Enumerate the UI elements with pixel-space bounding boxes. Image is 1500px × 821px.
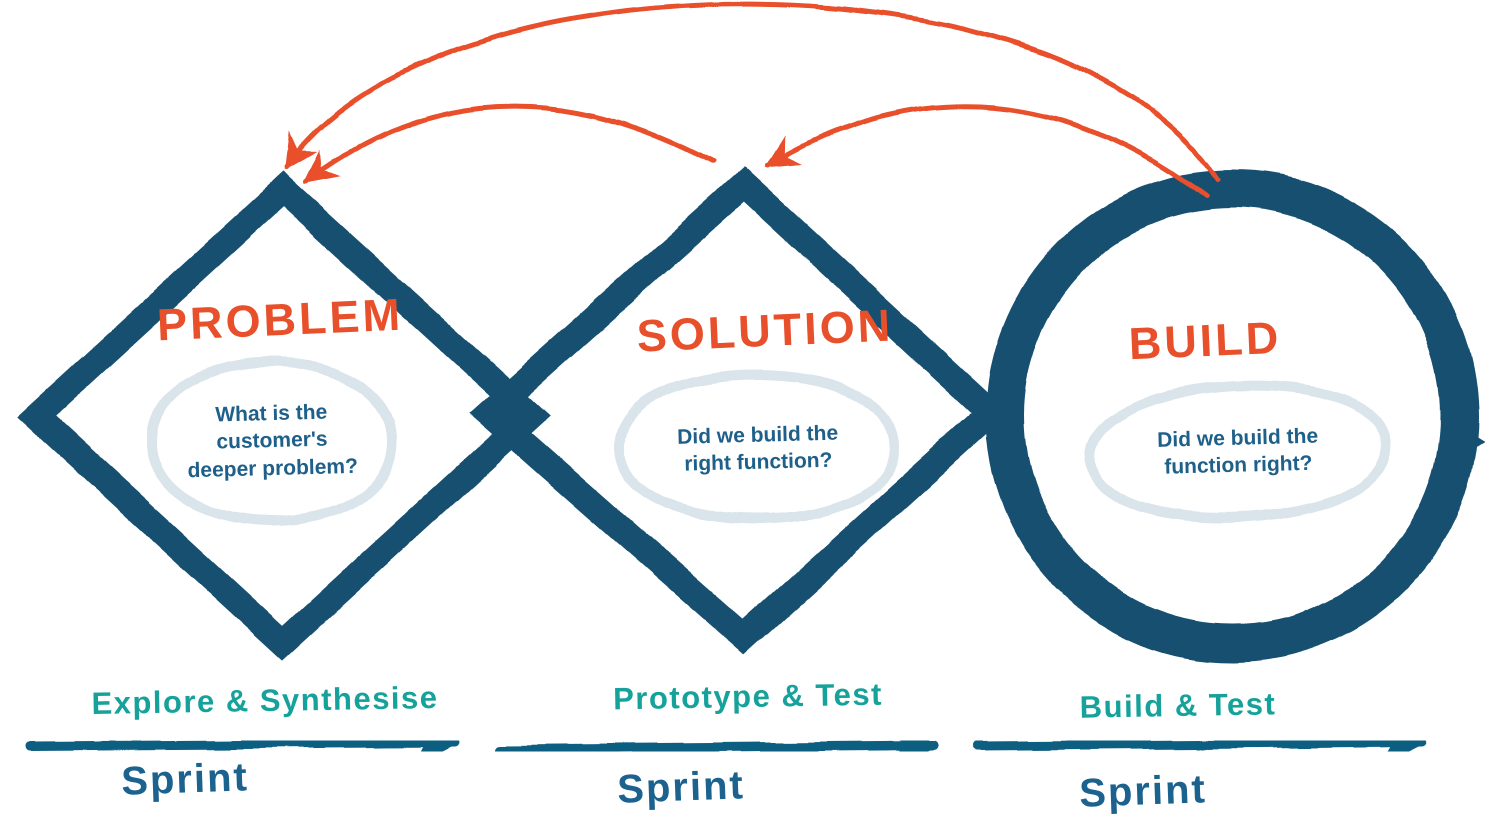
- build-thought-cloud: [1085, 380, 1391, 524]
- solution-diamond-shape: [469, 167, 1011, 655]
- sprint-arrow-prototype-icon: [495, 721, 937, 772]
- stage-title-build: BUILD: [1127, 311, 1283, 370]
- stage-title-problem: PROBLEM: [155, 288, 404, 351]
- problem-diamond-shape: [16, 172, 551, 661]
- loop-arrow-build-to-solution-icon: [765, 103, 1209, 199]
- loop-arrow-build-to-problem-icon: [283, 1, 1221, 183]
- phase-label-prototype-test: Prototype & Test: [612, 676, 884, 717]
- sprint-arrow-build-icon: [970, 717, 1427, 768]
- build-circle-arrow-tip-icon: [1450, 421, 1484, 463]
- build-circle-shape: [986, 170, 1478, 662]
- sprint-label-2: Sprint: [616, 763, 746, 812]
- phase-label-explore-synthesise: Explore & Synthesise: [91, 679, 439, 722]
- question-problem: What is the customer's deeper problem?: [187, 400, 359, 482]
- sprint-label-3: Sprint: [1078, 767, 1208, 816]
- solution-thought-cloud: [614, 370, 900, 524]
- question-solution: Did we build the right function?: [676, 421, 839, 476]
- phase-label-build-test: Build & Test: [1079, 686, 1277, 725]
- sprint-arrow-explore-icon: [25, 718, 460, 769]
- question-build: Did we build the function right?: [1156, 424, 1319, 479]
- sprint-label-1: Sprint: [120, 755, 250, 804]
- problem-thought-cloud: [147, 357, 397, 527]
- loop-arrow-solution-to-problem-icon: [303, 104, 715, 185]
